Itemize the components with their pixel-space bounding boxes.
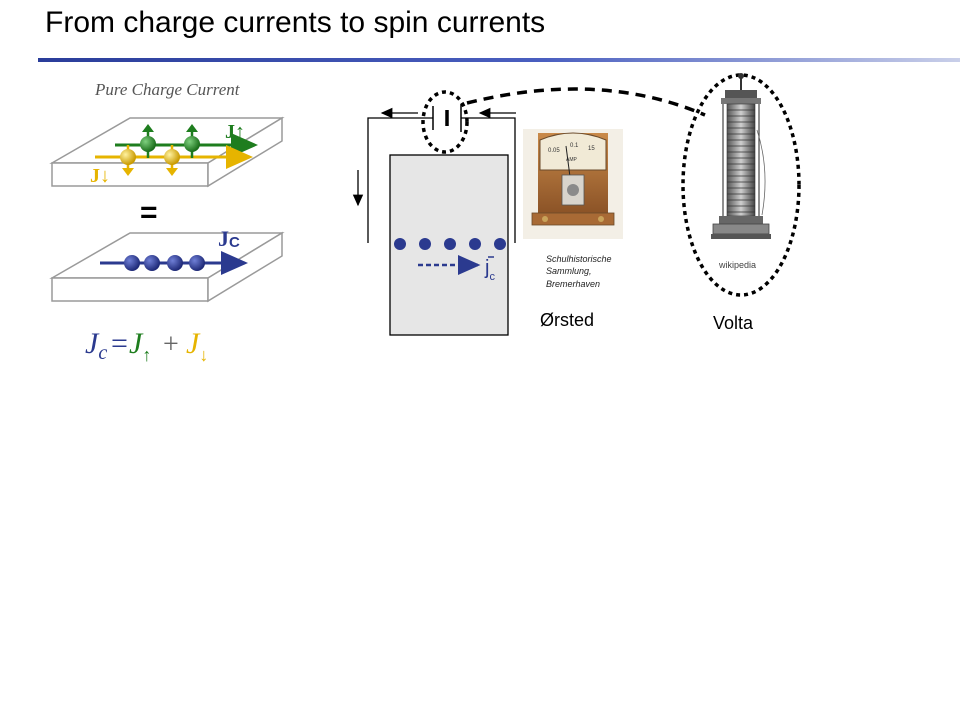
conductor-electrons (394, 238, 506, 250)
volta-image-credit: wikipedia (718, 260, 756, 270)
equation-plus: + (163, 329, 179, 360)
ammeter-photo-credit: Schulhistorische Sammlung, Bremerhaven (546, 254, 614, 289)
spin-down-electron (164, 145, 180, 176)
charge-electron (167, 255, 183, 271)
title-underline (38, 58, 960, 62)
j-up-label: J↑ (225, 121, 245, 143)
charge-electron (189, 255, 205, 271)
pure-charge-current-heading: Pure Charge Current (94, 80, 241, 99)
conductor-electron (419, 238, 431, 250)
j-down-label: J↓ (90, 165, 110, 187)
charge-electron (144, 255, 160, 271)
battery-to-volta-link (466, 87, 706, 117)
charge-electrons (124, 255, 205, 271)
ammeter-photo: 0.05 0.1 15 AMP (523, 129, 623, 239)
pile-disc-lines (727, 109, 755, 213)
equation-equals: = (111, 327, 128, 360)
equation-term-up: J↑ (129, 327, 151, 365)
spin-down-electron (120, 145, 136, 176)
slide-title: From charge currents to spin currents (45, 6, 546, 39)
conductor-electron (469, 238, 481, 250)
battery-highlight-ellipse (421, 90, 469, 154)
ammeter-scale-value: 0.05 (548, 148, 560, 154)
jc-label: JC (218, 226, 240, 251)
spin-down-electrons (120, 145, 180, 176)
ammeter-scale-value: 15 (588, 146, 595, 152)
equals-sign: = (140, 196, 158, 229)
volta-highlight-ellipse (681, 73, 801, 297)
battery-symbol (432, 104, 462, 132)
conductor-electron (444, 238, 456, 250)
spin-up-electron (140, 124, 156, 158)
equation-term-down: J↓ (186, 327, 208, 365)
conductor-electron (394, 238, 406, 250)
lower-slab (49, 231, 285, 303)
ammeter-scale-value: 0.1 (570, 143, 579, 149)
spin-up-electrons (140, 124, 200, 158)
volta-caption: Volta (713, 313, 754, 333)
charge-electron (124, 255, 140, 271)
spin-up-electron (184, 124, 200, 158)
voltaic-pile-image (711, 73, 771, 239)
current-density-label: jc (484, 257, 495, 283)
charge-current-equation: Jc = J↑ + J↓ (85, 327, 208, 365)
ammeter-unit: AMP (566, 157, 578, 163)
orsted-caption: Ørsted (540, 310, 594, 330)
equation-lhs: Jc (85, 327, 107, 364)
conductor-electron (494, 238, 506, 250)
